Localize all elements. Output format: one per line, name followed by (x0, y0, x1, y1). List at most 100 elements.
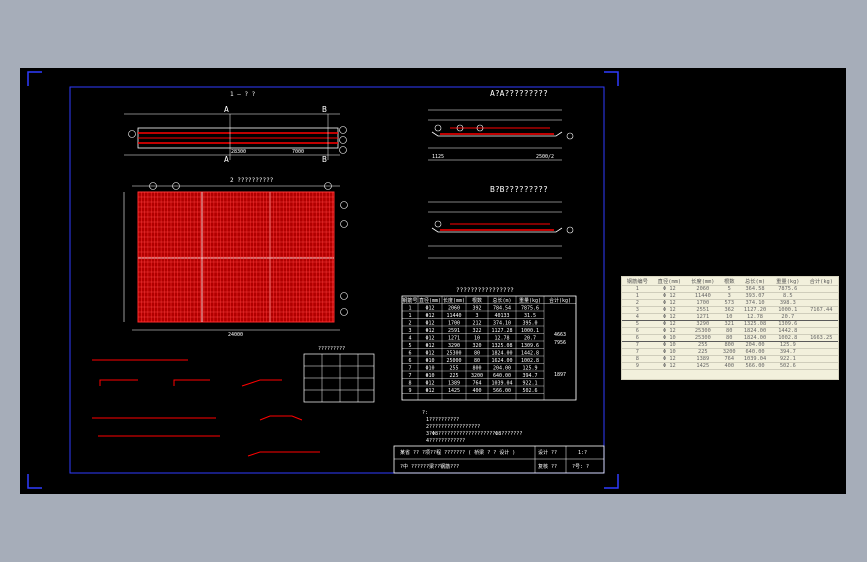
section-aa-title: A?A????????? (490, 89, 548, 98)
table-cell: 1 (622, 292, 653, 300)
table-cell: Φ 12 (652, 362, 687, 370)
elevation-title: 2 ?????????? (230, 177, 274, 184)
qty-table-header: 合计(kg) (549, 297, 571, 304)
qty-table-cell: 125.9 (522, 366, 537, 372)
sheet-number: ?号: ? (572, 464, 589, 470)
qty-table-header: 直径(mm) (419, 297, 441, 304)
qty-table-cell: 640.00 (493, 373, 511, 379)
plan-view[interactable]: 1 — ? ? A B A B 28300 7000 (124, 91, 347, 164)
qty-table-header: 钢筋号 (402, 297, 417, 304)
table-cell: 398.3 (771, 299, 805, 307)
qty-table-cell: 11440 (446, 313, 461, 319)
qty-table-cell: 1271 (448, 336, 460, 342)
table-cell: 12.78 (738, 313, 772, 321)
qty-table-cell: 1 (408, 306, 411, 312)
table-cell: 6 (622, 334, 653, 342)
qty-table-cell: 1624.00 (491, 358, 512, 364)
qty-table-cell: Φ12 (425, 306, 434, 312)
table-cell: 7167.44 (804, 306, 838, 314)
section-a-bottom-label: A (224, 155, 229, 164)
side-table-header: 合计(kg) (804, 277, 838, 286)
table-cell: 25300 (686, 334, 720, 342)
table-cell (804, 292, 838, 300)
elevation-view[interactable]: 2 ?????????? 24000 (123, 177, 348, 338)
drawing-name: ?中 ??????梁??钢筋??? (400, 463, 459, 470)
qty-table-cell: 374.10 (493, 321, 511, 327)
designer-label: 设计 ?? (538, 449, 557, 456)
bar-shape-details[interactable] (92, 359, 320, 457)
table-cell (804, 313, 838, 321)
section-a-top-label: A (224, 105, 229, 114)
table-cell: Φ 12 (652, 299, 687, 307)
note-3: 3?Φ8???????????????????Ф8??????? (426, 431, 522, 437)
rebar-quantity-table[interactable]: ???????????????? 钢筋号直径(mm)长度(mm)根数总长(m)重… (401, 287, 577, 401)
qty-table-cell: 1000.1 (521, 328, 539, 334)
qty-table-cell: 1309.6 (521, 343, 539, 349)
table-cell: 8.5 (771, 292, 805, 300)
table-cell: 80 (719, 334, 739, 342)
table-cell: 7875.6 (771, 285, 805, 293)
plan-dimension-b: 7000 (292, 149, 304, 155)
table-cell: 7 (622, 348, 653, 356)
table-cell: Φ 10 (652, 341, 687, 349)
qty-table-cell: Φ10 (425, 358, 434, 364)
small-reference-table[interactable]: ????????? (303, 346, 375, 403)
table-cell: 502.6 (771, 362, 805, 370)
qty-table-cell: 502.6 (522, 388, 537, 394)
qty-table-cell: 3200 (471, 373, 483, 379)
qty-table-cell: 1002.8 (521, 358, 539, 364)
qty-table-cell: 784.54 (493, 306, 511, 312)
plan-dimension: 28300 (231, 149, 246, 155)
qty-table-cell: Φ12 (425, 313, 434, 319)
project-name: 某省 ?? ?项??程 ??????? ( 桥梁 ? ? 设计 ) (400, 449, 515, 456)
table-cell: 394.7 (771, 348, 805, 356)
qty-table-cell: Φ12 (425, 381, 434, 387)
qty-table-cell: Φ12 (425, 351, 434, 357)
table-cell: 573 (719, 299, 739, 307)
table-cell: 255 (686, 341, 720, 349)
table-cell: 204.00 (738, 341, 772, 349)
qty-table-cell: 6 (408, 358, 411, 364)
section-aa-dimension: 2500/2 (536, 154, 554, 160)
qty-table-cell: 12.78 (494, 336, 509, 342)
qty-table-title: ???????????????? (456, 287, 514, 294)
table-cell: Φ 12 (652, 285, 687, 293)
qty-table-cell: 400 (472, 388, 481, 394)
section-aa[interactable]: A?A????????? 2500/2 1125 (428, 89, 574, 161)
table-cell: 362 (719, 306, 739, 314)
table-cell: Φ 12 (652, 320, 687, 328)
table-cell (804, 348, 838, 356)
table-cell: 125.9 (771, 341, 805, 349)
qty-table-cell: Φ10 (425, 373, 434, 379)
qty-table-cell: Φ12 (425, 321, 434, 327)
qty-table-cell: 800 (472, 366, 481, 372)
table-cell (804, 299, 838, 307)
table-cell: 8 (622, 355, 653, 363)
table-cell: 1127.20 (738, 306, 772, 314)
qty-table-cell: 3290 (448, 343, 460, 349)
title-block[interactable]: 某省 ?? ?项??程 ??????? ( 桥梁 ? ? 设计 ) ?中 ???… (393, 445, 605, 474)
qty-table-cell: 394.7 (522, 373, 537, 379)
table-cell: 640.00 (738, 348, 772, 356)
table-cell: 1824.00 (738, 327, 772, 335)
qty-table-cell: Φ12 (425, 328, 434, 334)
table-cell: 1 (622, 285, 653, 293)
table-cell: 800 (719, 341, 739, 349)
table-cell: 400 (719, 362, 739, 370)
table-cell: 10 (719, 313, 739, 321)
sheet-border (69, 86, 605, 474)
notes-header: ?: (422, 410, 428, 416)
drawing-svg: 1 — ? ? A B A B 28300 7000 (27, 71, 619, 489)
qty-table-cell: 392 (472, 306, 481, 312)
table-cell (804, 341, 838, 349)
qty-table-cell: 3 (475, 313, 478, 319)
qty-table-cell: 2060 (448, 306, 460, 312)
section-bb[interactable]: B?B????????? (428, 185, 574, 259)
